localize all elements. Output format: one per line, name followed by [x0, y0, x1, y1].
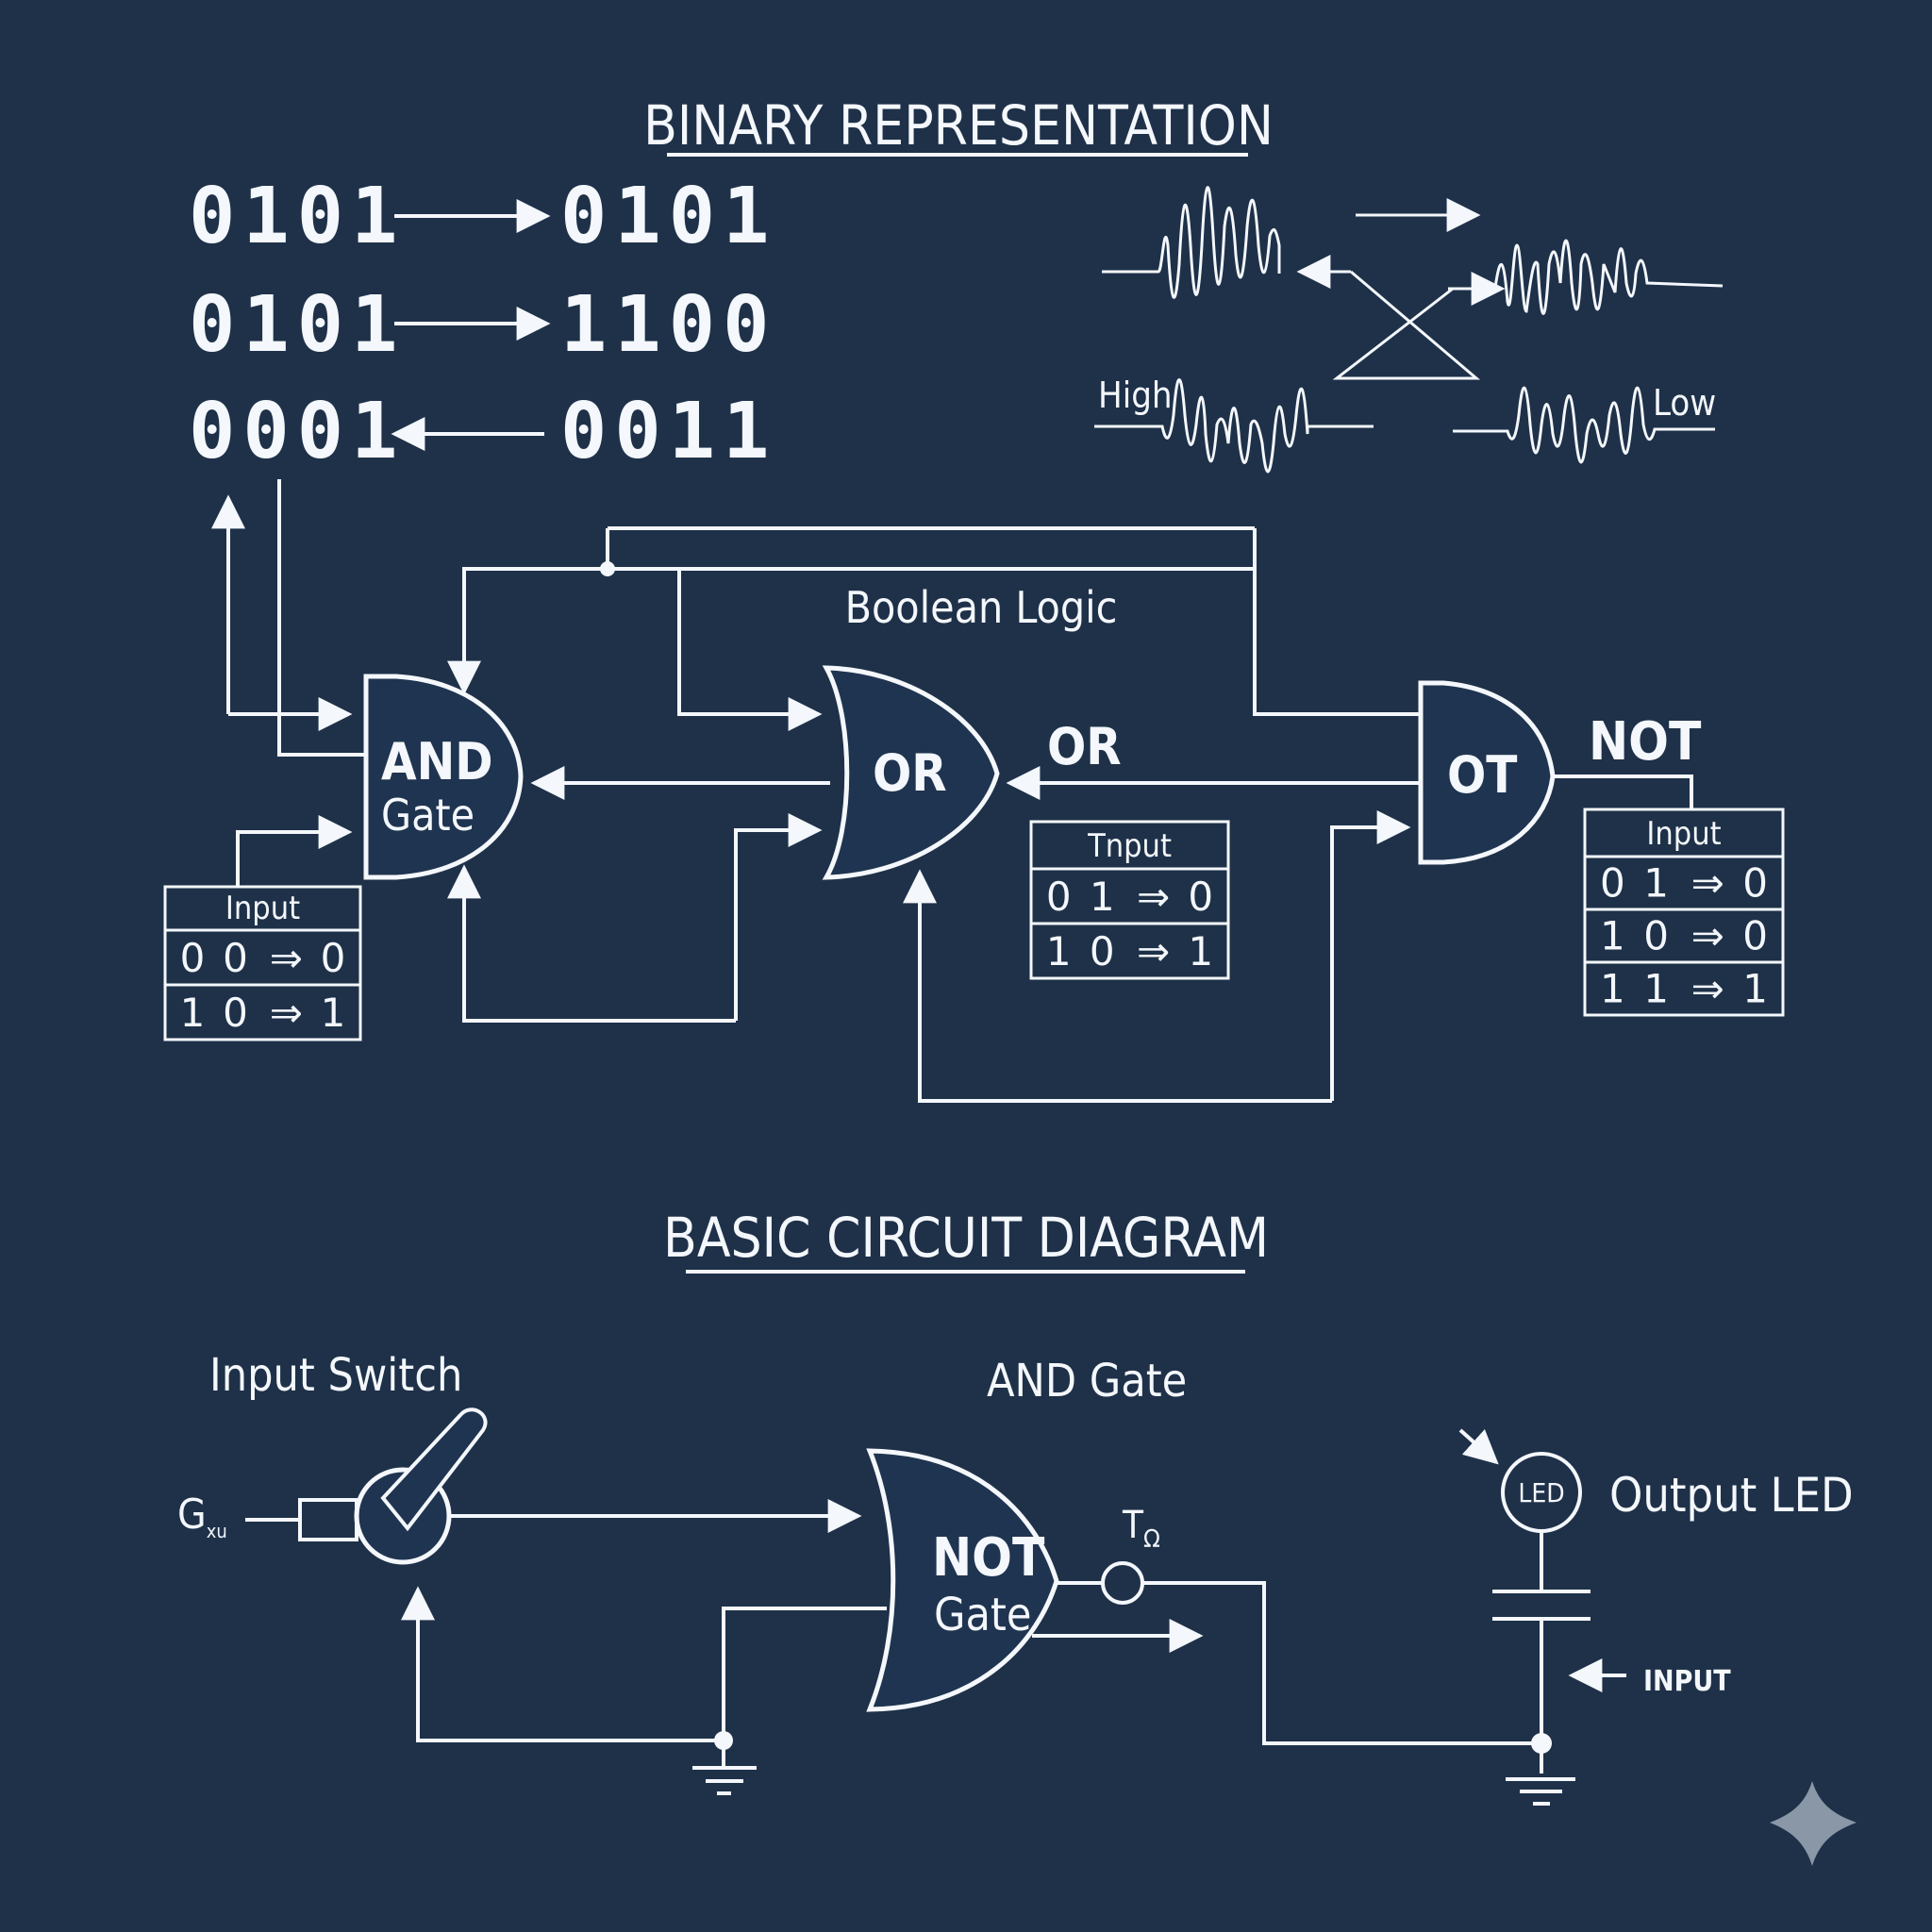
- waveform-low: [1453, 386, 1715, 464]
- waveform-top-right: [1493, 239, 1724, 315]
- binary-right-value: 1100: [560, 280, 776, 370]
- table-cell: 0: [1090, 928, 1115, 974]
- table-cell: 0: [1188, 874, 1213, 920]
- bubble-label: TΩ: [1122, 1504, 1160, 1554]
- input-switch[interactable]: [245, 1407, 488, 1565]
- table-cell: ⇒: [1137, 874, 1170, 920]
- not-gate[interactable]: NOT Gate: [866, 1448, 1059, 1712]
- binary-right-value: 0011: [560, 387, 776, 476]
- sparkle-icon: [1770, 1781, 1857, 1866]
- wire: [677, 569, 823, 731]
- table-header: Input: [1646, 815, 1721, 853]
- waveform-top-left: [1102, 186, 1281, 299]
- table-border: [1583, 808, 1785, 1017]
- table-cell: 1: [1090, 874, 1115, 920]
- table-cell: 0: [1600, 860, 1625, 907]
- binary-row-2: 0101 1100: [189, 280, 776, 370]
- wire: [277, 479, 364, 757]
- ground-icon: [692, 1740, 757, 1795]
- or-side-label: OR: [1047, 717, 1122, 776]
- table-cell: 0: [223, 935, 248, 981]
- table-border: [163, 885, 362, 1041]
- table-cell: 0: [223, 990, 248, 1036]
- logic-wires: [211, 479, 1693, 1103]
- table-cell: ⇒: [1691, 913, 1724, 959]
- binary-left-value: 0101: [189, 172, 405, 261]
- binary-right-value: 0101: [560, 172, 776, 261]
- source-label: Gxu: [177, 1491, 227, 1542]
- table-cell: 0: [1742, 860, 1768, 907]
- and-gate-label: AND: [381, 732, 493, 791]
- waveform-high: [1094, 378, 1374, 474]
- binary-title: BINARY REPRESENTATION: [643, 93, 1274, 158]
- table-cell: 1: [1643, 860, 1669, 907]
- table-cell: 0: [1046, 874, 1072, 920]
- or-gate[interactable]: OR: [822, 665, 1000, 880]
- binary-row-3: 0001 0011: [189, 387, 776, 476]
- table-cell: ⇒: [270, 990, 303, 1036]
- table-cell: 1: [1188, 928, 1213, 974]
- table-cell: 1: [1742, 966, 1768, 1012]
- not-gate-label: NOT: [932, 1527, 1045, 1589]
- wire: [1142, 1581, 1543, 1745]
- table-header: Input: [225, 890, 300, 927]
- table-cell: ⇒: [1691, 860, 1724, 907]
- table-cell: 1: [321, 990, 346, 1036]
- table-cell: 1: [180, 990, 206, 1036]
- ot-gate[interactable]: OT: [1418, 680, 1556, 865]
- table-cell: ⇒: [270, 935, 303, 981]
- not-side-label: NOT: [1589, 711, 1702, 773]
- wire: [734, 813, 823, 1021]
- binary-row-1: 0101 0101: [189, 172, 776, 261]
- and-gate[interactable]: AND Gate: [363, 674, 524, 880]
- junction-dot: [600, 561, 615, 576]
- wire: [236, 815, 353, 887]
- table-cell: 0: [1742, 913, 1768, 959]
- wire: [903, 869, 1332, 1103]
- ot-gate-label: OT: [1447, 745, 1517, 805]
- wire: [722, 1607, 887, 1740]
- table-cell: 1: [1600, 966, 1625, 1012]
- table-cell: 0: [180, 935, 206, 981]
- table-border: [1029, 820, 1230, 980]
- wire: [1330, 810, 1411, 1101]
- junction-dot: [1531, 1733, 1552, 1754]
- low-label: Low: [1653, 382, 1716, 424]
- table-cell: ⇒: [1691, 966, 1724, 1012]
- led-inner-label: LED: [1518, 1477, 1564, 1508]
- wire: [1553, 774, 1693, 809]
- table-cell: 1: [1600, 913, 1625, 959]
- switch-lever-icon[interactable]: [380, 1407, 488, 1532]
- or-gate-label: OR: [873, 743, 947, 803]
- not-gate-sublabel: Gate: [934, 1589, 1031, 1641]
- high-label: High: [1098, 375, 1173, 416]
- input-switch-label: Input Switch: [209, 1349, 462, 1402]
- ground-icon: [1506, 1777, 1575, 1806]
- binary-left-value: 0001: [189, 387, 405, 476]
- inverter-bubble: [1101, 1561, 1144, 1605]
- table-cell: 0: [321, 935, 346, 981]
- table-header: Tnput: [1087, 827, 1172, 865]
- input-label: INPUT: [1643, 1665, 1731, 1698]
- table-cell: ⇒: [1137, 928, 1170, 974]
- boolean-logic-title: Boolean Logic: [845, 582, 1118, 633]
- table-cell: 1: [1046, 928, 1072, 974]
- table-cell: 0: [1643, 913, 1669, 959]
- circuit-title: BASIC CIRCUIT DIAGRAM: [663, 1206, 1269, 1270]
- table-cell: 1: [1643, 966, 1669, 1012]
- binary-left-value: 0101: [189, 280, 405, 370]
- waveform-group: High Low: [1094, 186, 1724, 474]
- wire: [447, 567, 608, 695]
- wire: [401, 1586, 724, 1742]
- wire: [447, 864, 736, 1023]
- output-led[interactable]: LED: [1458, 1428, 1582, 1533]
- and-gate-title: AND Gate: [987, 1355, 1187, 1407]
- output-led-label: Output LED: [1609, 1468, 1854, 1523]
- and-gate-sublabel: Gate: [381, 790, 475, 841]
